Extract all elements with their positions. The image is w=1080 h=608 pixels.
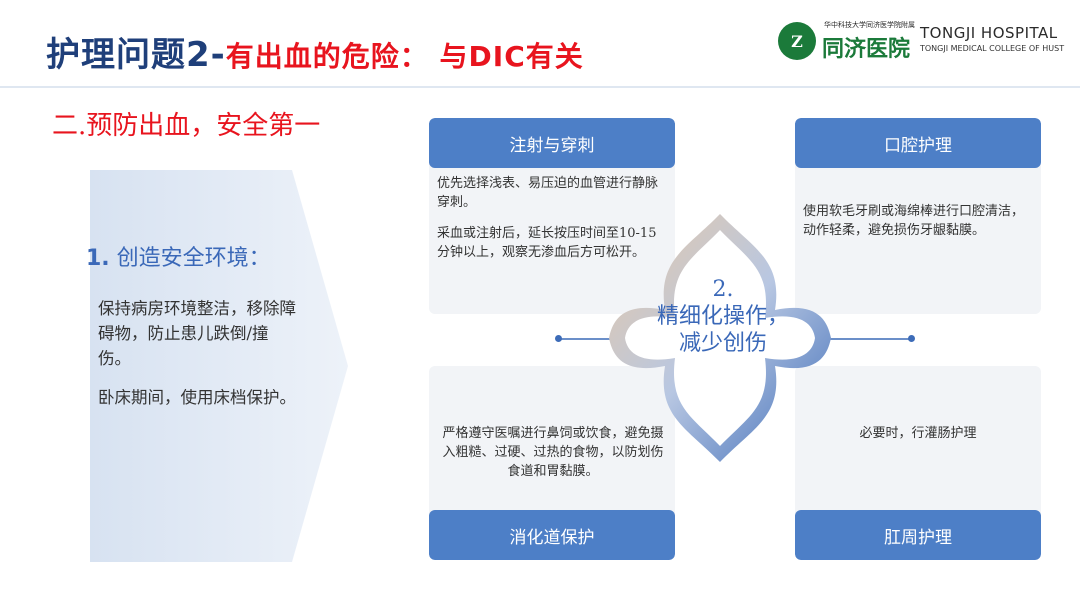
- panel-injection-p1: 优先选择浅表、易压迫的血管进行静脉穿刺。: [437, 176, 659, 210]
- panel-digestive-p1: 严格遵守医嘱进行鼻饲或饮食，避免摄入粗糙、过硬、过热的食物，以防划伤食道和胃黏膜…: [442, 426, 664, 479]
- title-main-text: 护理问题2-: [46, 35, 226, 75]
- panel-injection: 注射与穿刺 优先选择浅表、易压迫的血管进行静脉穿刺。 采血或注射后，延长按压时间…: [429, 118, 675, 314]
- panel-perianal-body: 必要时，行灌肠护理: [803, 424, 1033, 455]
- arrow-shape: [90, 170, 348, 562]
- center-flower-shape: [609, 214, 831, 462]
- hospital-logo: Z 华中科技大学同济医学院附属 同济医院 TONGJI HOSPITAL TON…: [778, 18, 1074, 64]
- center-line-3: 减少创伤: [678, 331, 767, 356]
- panel-injection-body: 优先选择浅表、易压迫的血管进行静脉穿刺。 采血或注射后，延长按压时间至10-15…: [437, 174, 667, 274]
- connector-left-dot: [555, 335, 562, 342]
- environment-para-2: 卧床期间，使用床档保护。: [98, 388, 296, 407]
- section-subtitle: 二.预防出血，安全第一: [52, 111, 321, 141]
- panel-perianal-title: 肛周护理: [795, 510, 1041, 560]
- connector-left: [558, 338, 630, 340]
- environment-text: 保持病房环境整洁，移除障碍物，防止患儿跌倒/撞伤。 卧床期间，使用床档保护。: [98, 296, 298, 424]
- logo-emblem-icon: Z: [778, 22, 816, 60]
- panel-perianal-p1: 必要时，行灌肠护理: [859, 426, 977, 441]
- environment-heading-num: 1.: [86, 246, 110, 271]
- environment-para-1: 保持病房环境整洁，移除障碍物，防止患儿跌倒/撞伤。: [98, 299, 296, 368]
- logo-cn-name: 同济医院: [822, 36, 911, 62]
- center-line-1: 2.: [712, 277, 734, 302]
- environment-heading: 1. 创造安全环境：: [86, 240, 271, 272]
- logo-small-text: 华中科技大学同济医学院附属: [824, 21, 915, 29]
- panel-perianal: 必要时，行灌肠护理 肛周护理: [795, 366, 1041, 560]
- connector-right-dot: [908, 335, 915, 342]
- panel-oral-body: 使用软毛牙刷或海绵棒进行口腔清洁，动作轻柔，避免损伤牙龈黏膜。: [803, 202, 1033, 252]
- panel-digestive-body: 严格遵守医嘱进行鼻饲或饮食，避免摄入粗糙、过硬、过热的食物，以防划伤食道和胃黏膜…: [441, 424, 665, 493]
- panel-digestive-title: 消化道保护: [429, 510, 675, 560]
- panel-digestive: 严格遵守医嘱进行鼻饲或饮食，避免摄入粗糙、过硬、过热的食物，以防划伤食道和胃黏膜…: [429, 366, 675, 560]
- logo-en-name: TONGJI HOSPITAL: [920, 24, 1058, 42]
- panel-oral-title: 口腔护理: [795, 118, 1041, 168]
- title-red-text: 有出血的危险： 与DIC有关: [225, 40, 584, 73]
- panel-oral: 口腔护理 使用软毛牙刷或海绵棒进行口腔清洁，动作轻柔，避免损伤牙龈黏膜。: [795, 118, 1041, 314]
- logo-en-sub: TONGJI MEDICAL COLLEGE OF HUST: [920, 44, 1065, 53]
- panel-oral-p1: 使用软毛牙刷或海绵棒进行口腔清洁，动作轻柔，避免损伤牙龈黏膜。: [803, 204, 1025, 238]
- environment-heading-text: 创造安全环境：: [109, 246, 271, 271]
- title-bar: 护理问题2-有出血的危险： 与DIC有关 Z 华中科技大学同济医学院附属 同济医…: [0, 0, 1080, 100]
- panel-injection-p2: 采血或注射后，延长按压时间至10-15分钟以上，观察无渗血后方可松开。: [437, 226, 657, 260]
- panel-injection-title: 注射与穿刺: [429, 118, 675, 168]
- center-text: 2. 精细化操作， 减少创伤: [648, 276, 798, 357]
- slide-title: 护理问题2-有出血的危险： 与DIC有关: [46, 27, 584, 76]
- header-divider: [0, 86, 1080, 88]
- connector-right: [812, 338, 912, 340]
- center-line-2: 精细化操作，: [656, 304, 789, 329]
